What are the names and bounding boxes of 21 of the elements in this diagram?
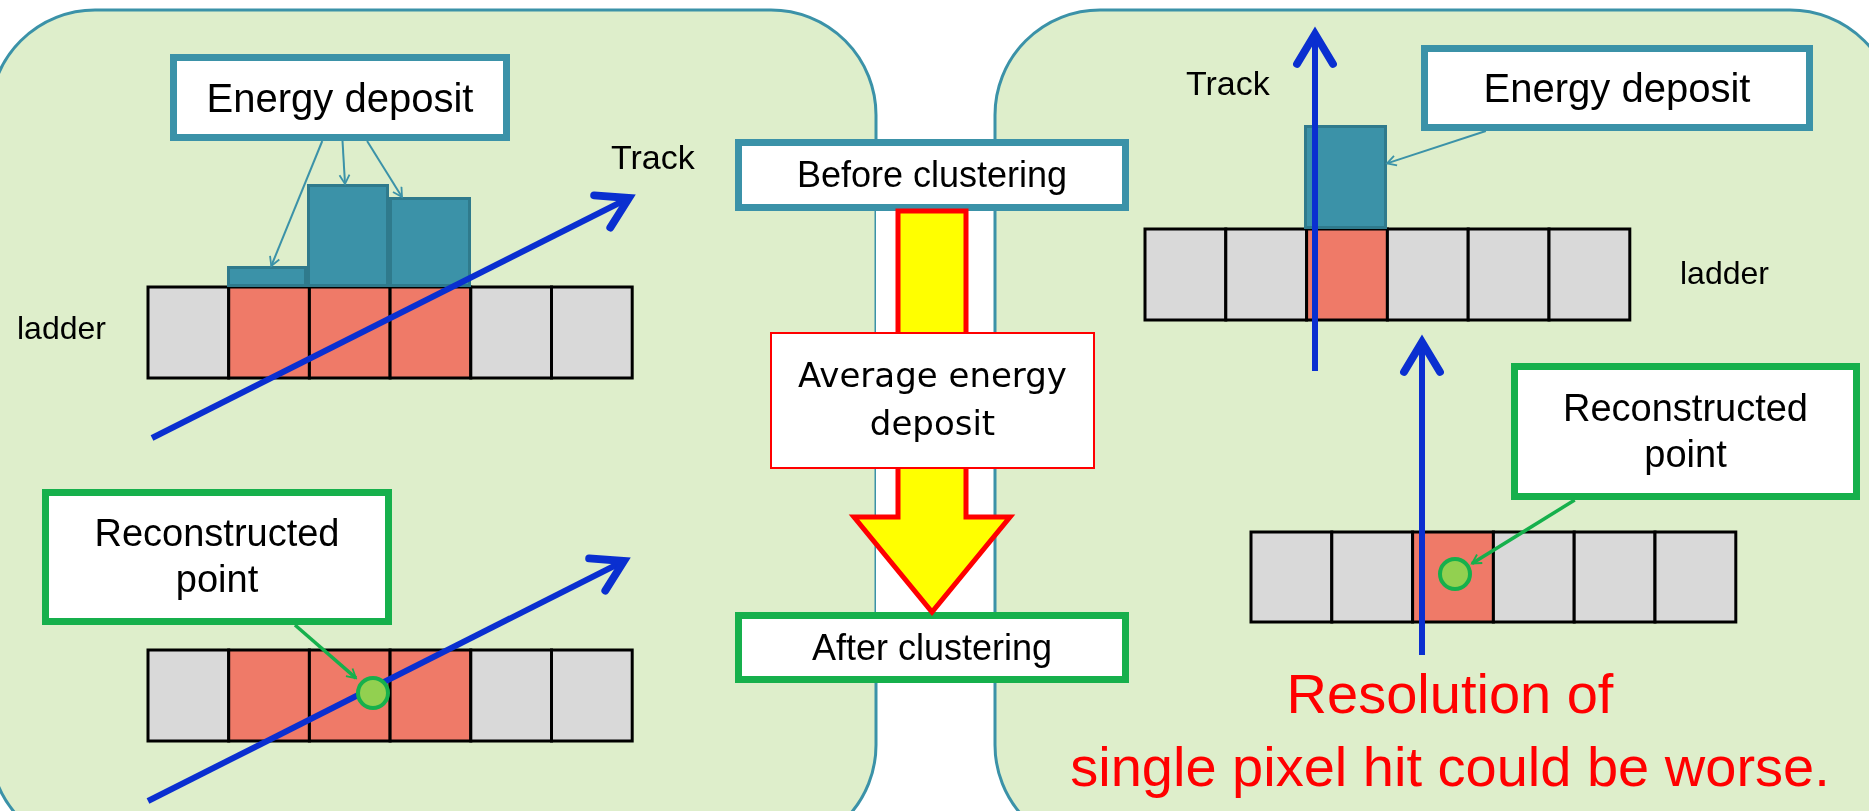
leader-line [293,623,358,680]
callout-box: After clustering [735,612,1129,683]
callout-box: Before clustering [735,139,1129,211]
leader-line [366,140,403,198]
leader-line [338,140,351,185]
track-label: Track [1186,64,1270,103]
leader-line [269,140,324,267]
energy-bar [307,184,389,287]
ladder-label: ladder [17,310,106,347]
energy-bar [1304,125,1387,229]
edge-label: Average energy deposit [770,331,1095,469]
leader-line [1471,498,1576,565]
energy-bar [227,266,307,287]
callout-box: Energy deposit [170,54,510,141]
leader-line [1386,130,1487,167]
energy-bar [389,197,471,287]
track-label: Track [611,138,695,177]
ladder-label: ladder [1680,255,1769,292]
callout-box: Reconstructed point [42,489,392,625]
callout-box: Energy deposit [1421,45,1813,131]
callout-box: Reconstructed point [1511,363,1860,500]
